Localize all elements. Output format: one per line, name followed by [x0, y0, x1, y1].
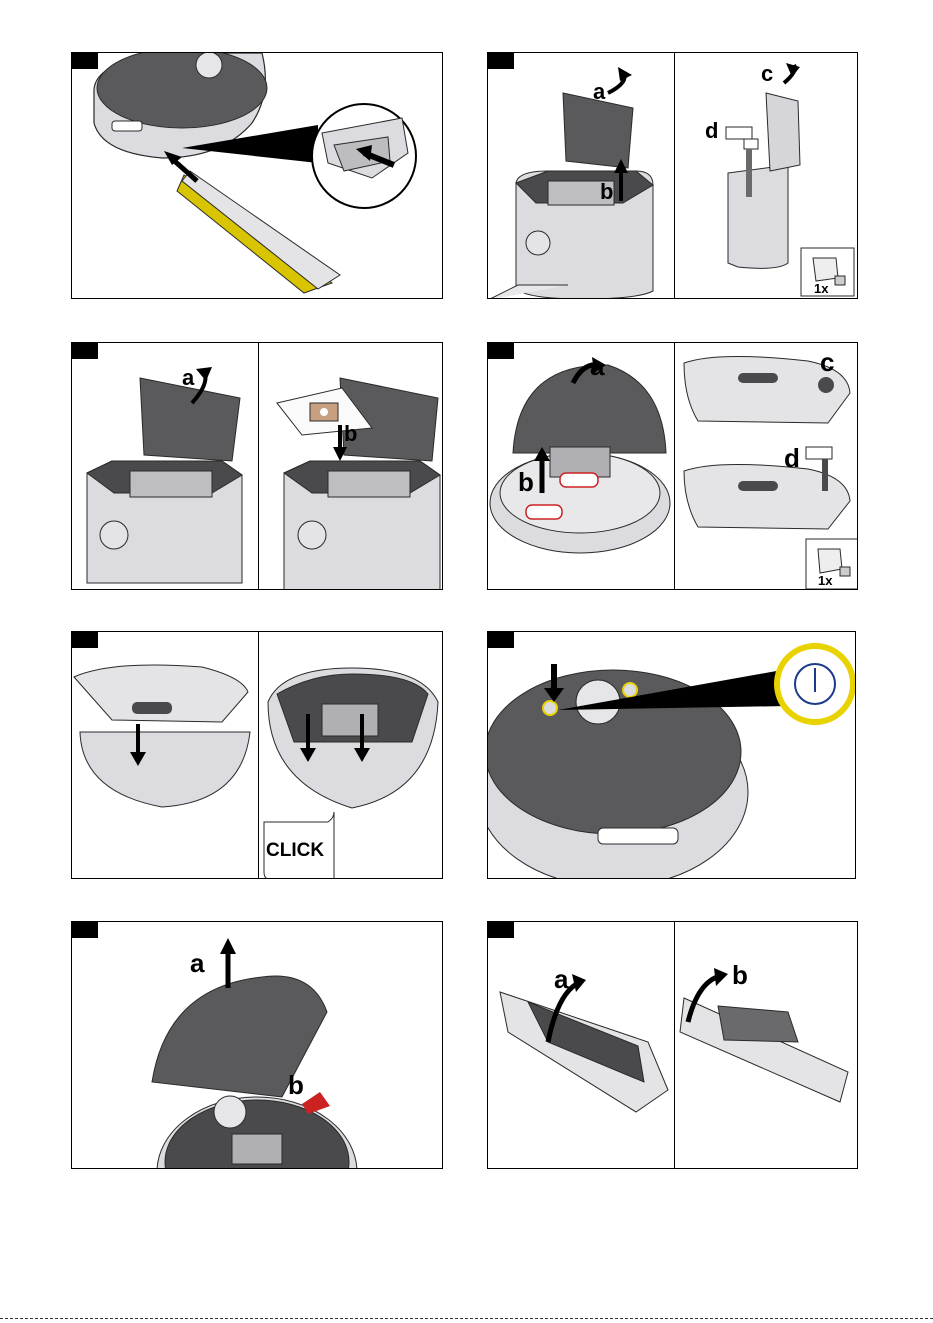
quantity-label: 1x [818, 573, 832, 588]
robot-tank-illustration [488, 343, 858, 590]
step-number-tab [488, 53, 514, 69]
panel-7-lid-removal: a b [71, 921, 443, 1169]
step-number-tab [488, 343, 514, 359]
step-number-tab [72, 343, 98, 359]
step-label-a: a [190, 950, 204, 976]
step-label-b: b [732, 962, 748, 988]
power-button-illustration [488, 632, 856, 879]
panel-8-tank-open: a b [487, 921, 858, 1169]
page-cut-line [0, 1318, 933, 1319]
step-number-tab [72, 632, 98, 648]
step-label-a: a [182, 367, 194, 389]
panel-5-tank-click: CLICK [71, 631, 443, 879]
step-label-d: d [705, 120, 718, 142]
step-label-b: b [518, 469, 534, 495]
sub-panel-divider [674, 53, 675, 298]
panel-4-robot-tank: a b c d 1x [487, 342, 858, 590]
step-label-c: c [761, 63, 773, 85]
water-tank-illustration [488, 53, 858, 299]
step-number-tab [72, 922, 98, 938]
tank-open-illustration [488, 922, 858, 1169]
panel-2-water-tank: a b c d 1x [487, 52, 858, 299]
step-number-tab [72, 53, 98, 69]
panel-1-brush-insert [71, 52, 443, 299]
step-label-b: b [600, 181, 613, 203]
sub-panel-divider [674, 343, 675, 589]
click-callout: CLICK [266, 840, 324, 862]
sub-panel-divider [258, 343, 259, 589]
panel-6-power-button [487, 631, 856, 879]
quantity-label: 1x [814, 281, 828, 296]
step-label-a: a [593, 81, 605, 103]
step-label-a: a [554, 966, 568, 992]
sub-panel-divider [258, 632, 259, 878]
step-number-tab [488, 632, 514, 648]
brush-insert-illustration [72, 53, 443, 299]
step-label-b: b [288, 1072, 304, 1098]
lid-removal-illustration [72, 922, 443, 1169]
sub-panel-divider [674, 922, 675, 1168]
step-label-b: b [344, 423, 357, 445]
step-label-d: d [784, 445, 800, 471]
panel-3-dust-bag: a b [71, 342, 443, 590]
step-label-a: a [590, 353, 604, 379]
step-number-tab [488, 922, 514, 938]
step-label-c: c [820, 349, 834, 375]
